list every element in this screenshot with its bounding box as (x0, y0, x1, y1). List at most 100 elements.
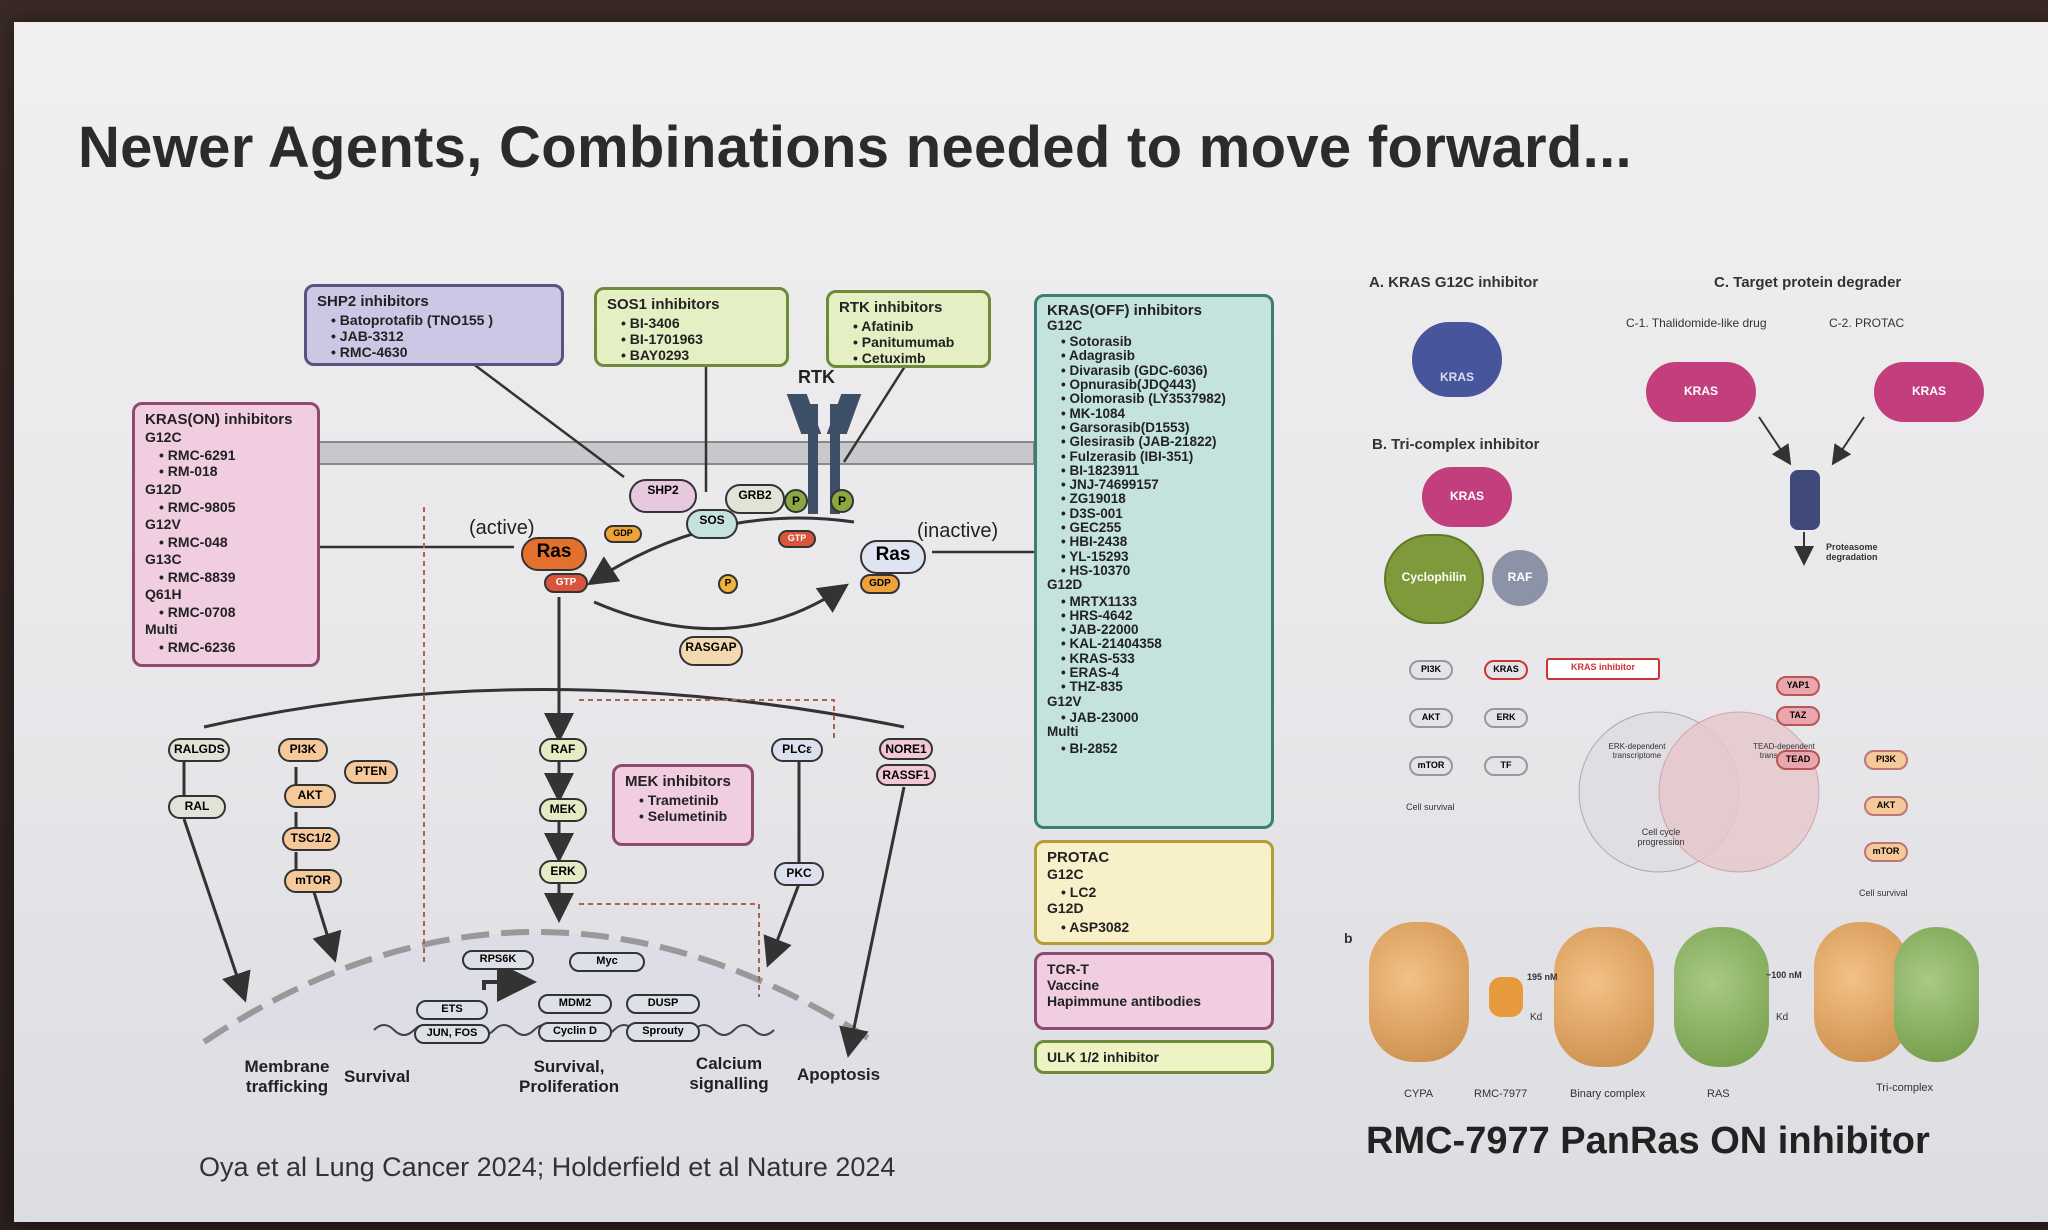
shp2-inhibitor-item: RMC-4630 (331, 344, 551, 360)
kras-off-item: BI-2852 (1061, 741, 1261, 756)
sos1-inhibitor-item: BI-1701963 (621, 331, 776, 347)
transcription-arrow (482, 962, 537, 1002)
kras-off-item: MK-1084 (1061, 406, 1261, 421)
feedback-dashed-1 (579, 699, 835, 742)
kras-off-inhibitors-box: KRAS(OFF) inhibitors G12C Sotorasib Adag… (1034, 294, 1274, 829)
rtk-inhibitor-item: Cetuximb (853, 350, 978, 366)
protac-item: LC2 (1061, 884, 1261, 900)
akt-node: AKT (284, 784, 336, 808)
panel-c-label: C. Target protein degrader (1714, 274, 1902, 291)
kras-off-group-g12d: G12D (1047, 577, 1083, 593)
inactivation-arrow (593, 583, 849, 631)
rp-inhibitor-tag: KRAS inhibitor (1546, 658, 1660, 680)
shp2-node: SHP2 (629, 479, 697, 513)
protac-group-g12c: G12C (1047, 866, 1084, 883)
kras-off-item: Olomorasib (LY3537982) (1061, 392, 1261, 407)
kras-protein-c2: KRAS (1874, 362, 1984, 422)
proteasome-label: Proteasome degradation (1826, 542, 1878, 562)
kras-off-item: KRAS-533 (1061, 651, 1261, 666)
kras-off-item: KAL-21404358 (1061, 637, 1261, 652)
rp-kras-node: KRAS (1484, 660, 1528, 680)
gdp-badge: GDP (860, 574, 900, 594)
inactive-label: (inactive) (917, 520, 999, 542)
tead-venn-circle (1658, 711, 1820, 873)
panel-c2-label: C-2. PROTAC (1829, 316, 1905, 330)
proteasome-icon (1790, 470, 1820, 530)
kd-symbol: Kd (1530, 1012, 1543, 1023)
kras-off-inhibitors-header: KRAS(OFF) inhibitors (1047, 302, 1202, 319)
ralgds-node: RALGDS (168, 738, 230, 762)
kras-on-group-g12c: G12C (145, 429, 182, 446)
rp-akt-node: AKT (1409, 708, 1453, 728)
kras-on-item: RM-018 (159, 463, 307, 479)
kras-on-item: RMC-6236 (159, 639, 307, 655)
mdm2-node: MDM2 (538, 994, 612, 1014)
kras-off-item: ERAS-4 (1061, 665, 1261, 680)
kras-off-item: Glesirasib (JAB-21822) (1061, 434, 1261, 449)
rtk-inhibitors-box: RTK inhibitors Afatinib Panitumumab Cetu… (826, 290, 991, 368)
rassf1-to-apoptosis-arrow (839, 786, 906, 1058)
sos-node: SOS (686, 509, 738, 539)
rp-tf-node: TF (1484, 756, 1528, 776)
kras-off-item: Divarasib (GDC-6036) (1061, 363, 1261, 378)
kras-on-group-g12v: G12V (145, 515, 181, 532)
tricomplex-cypa-icon (1814, 922, 1909, 1062)
rtk-receptor-icon (786, 394, 862, 514)
panel-b-label: B. Tri-complex inhibitor (1372, 436, 1540, 453)
kras-on-inhibitors-box: KRAS(ON) inhibitors G12C RMC-6291RM-018 … (132, 402, 320, 667)
cyclophilin-protein: Cyclophilin (1384, 534, 1484, 624)
rp-pi3k-right-node: PI3K (1864, 750, 1908, 770)
dusp-node: DUSP (626, 994, 700, 1014)
sprouty-node: Sprouty (626, 1022, 700, 1042)
mtor-node: mTOR (284, 869, 342, 893)
rtk-inhibitor-item: Afatinib (853, 318, 978, 334)
tsc-node: TSC1/2 (282, 827, 340, 851)
survival-label: Survival (344, 1067, 411, 1086)
panel-a-label: A. KRAS G12C inhibitor (1369, 274, 1539, 291)
panel-b-small-label: b (1344, 930, 1353, 946)
ulk-inhibitor-box: ULK 1/2 inhibitor (1034, 1040, 1274, 1074)
rp-mtor-node: mTOR (1409, 756, 1453, 776)
gdp-badge-small: GDP (604, 525, 642, 543)
survival-proliferation-label: Survival, Proliferation (519, 1057, 620, 1096)
kras-off-item: THZ-835 (1061, 680, 1261, 695)
jun-fos-node: JUN, FOS (414, 1024, 490, 1044)
pkc-to-calcium-arrow (763, 883, 801, 968)
rp-erk-node: ERK (1484, 708, 1528, 728)
rmc7977-label: RMC-7977 (1474, 1088, 1528, 1100)
kras-protein-c1: KRAS (1646, 362, 1756, 422)
kras-on-item: RMC-048 (159, 534, 307, 550)
mek-node: MEK (539, 798, 587, 822)
cell-membrane (303, 441, 1035, 465)
kras-off-item: Adagrasib (1061, 349, 1261, 364)
kras-off-item: Fulzerasib (IBI-351) (1061, 449, 1261, 464)
kras-on-item: RMC-6291 (159, 447, 307, 463)
rp-cell-cycle-label: Cell cycle progression (1637, 827, 1685, 847)
kras-off-item: D3S-001 (1061, 506, 1261, 521)
rtk-inhibitors-header: RTK inhibitors (839, 299, 943, 316)
kras-off-group-multi: Multi (1047, 724, 1079, 740)
vaccine-line: Vaccine (1047, 977, 1100, 994)
mek-inhibitors-box: MEK inhibitors Trametinib Selumetinib (612, 764, 754, 846)
protac-group-g12d: G12D (1047, 900, 1084, 917)
gtp-badge: GTP (544, 573, 588, 593)
kras-off-item: MRTX1133 (1061, 594, 1261, 609)
ral-node: RAL (168, 795, 226, 819)
rps6k-node: RPS6K (462, 950, 534, 970)
rp-yap1-node: YAP1 (1776, 676, 1820, 696)
sos1-inhibitor-item: BAY0293 (621, 347, 776, 363)
slide: Newer Agents, Combinations needed to mov… (14, 22, 2048, 1222)
raf-node: RAF (539, 738, 587, 762)
mek-inhibitors-header: MEK inhibitors (625, 773, 731, 790)
kras-off-item: GEC255 (1061, 520, 1261, 535)
slide-title: Newer Agents, Combinations needed to mov… (78, 115, 1632, 180)
rmc7977-title: RMC-7977 PanRas ON inhibitor (1366, 1120, 1930, 1162)
shp2-inhibitor-item: JAB-3312 (331, 328, 551, 344)
phospho-badge: P (784, 489, 808, 513)
raf-protein: RAF (1492, 550, 1548, 606)
kras-on-item: RMC-0708 (159, 604, 307, 620)
rtk-inhibitor-item: Panitumumab (853, 334, 978, 350)
sos1-inhibitors-box: SOS1 inhibitors BI-3406 BI-1701963 BAY02… (594, 287, 789, 367)
binary-complex-label: Binary complex (1570, 1088, 1646, 1100)
protac-box: PROTAC G12C LC2 G12D ASP3082 (1034, 840, 1274, 945)
